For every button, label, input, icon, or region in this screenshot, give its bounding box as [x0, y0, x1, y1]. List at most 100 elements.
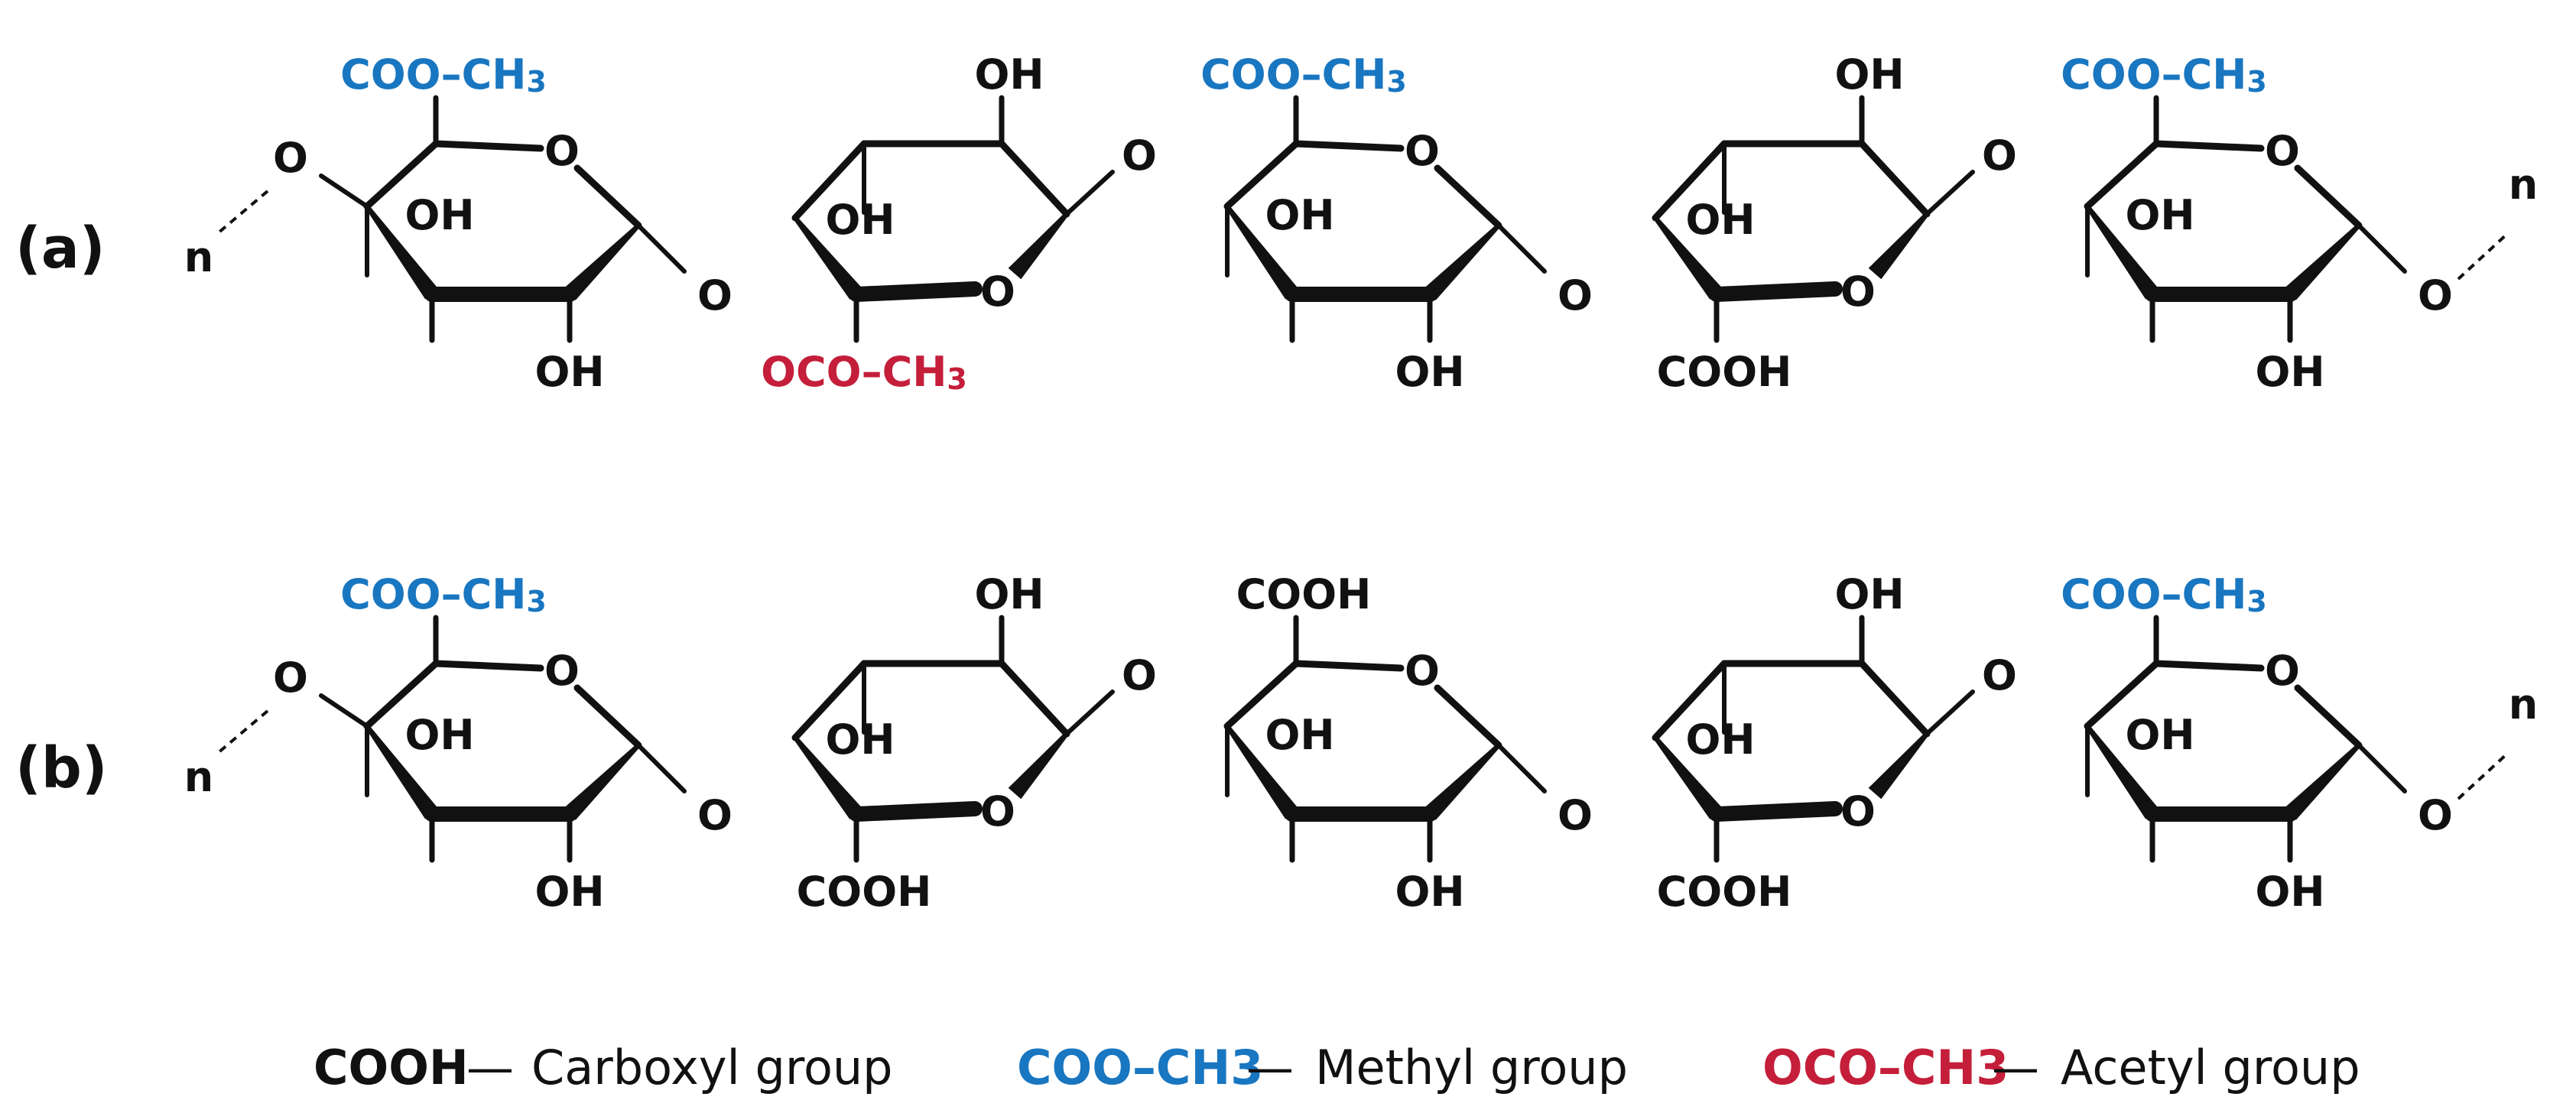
ring-bond — [573, 684, 642, 749]
ring-bond — [573, 164, 642, 229]
top-substituent: OH — [974, 50, 1044, 99]
ring-oxygen: O — [1840, 787, 1876, 836]
inner-hydroxyl: OH — [404, 191, 474, 239]
bottom-substituent: OH — [1395, 868, 1464, 916]
ring-wedge — [365, 205, 439, 300]
ring-wedge — [2284, 223, 2361, 300]
top-substituent: COO–CH3 — [2061, 570, 2267, 618]
ring-bond — [1858, 660, 1931, 738]
repeat-n: n — [184, 753, 213, 801]
bottom-substituent: OCO–CH3 — [761, 348, 967, 396]
ring-oxygen: O — [1840, 268, 1876, 316]
glycosidic-oxygen: O — [1122, 651, 1157, 699]
glycosidic-oxygen: O — [2418, 791, 2453, 839]
legend-text-methyl: Methyl group — [1315, 1040, 1628, 1095]
top-substituent: COOH — [1236, 570, 1372, 618]
glycosidic-oxygen: O — [697, 791, 733, 839]
top-substituent: COO–CH3 — [2061, 50, 2267, 99]
bottom-substituent: OH — [534, 348, 604, 396]
legend-code-carboxyl: COOH — [313, 1040, 469, 1095]
ring-wedge — [1424, 743, 1501, 820]
ring-oxygen: O — [544, 647, 580, 695]
chain-continuation — [2457, 751, 2509, 800]
glycosidic-bond — [1925, 690, 1975, 736]
ring-wedge — [564, 223, 641, 300]
glycosidic-bond — [319, 693, 369, 728]
ring-bond — [791, 660, 868, 741]
repeat-n: n — [2509, 161, 2538, 209]
ring-bond — [2084, 140, 2160, 210]
legend-separator-acetyl: — — [1992, 1040, 2039, 1095]
ring-oxygen: O — [2265, 127, 2300, 175]
ring-bond — [363, 660, 440, 730]
sugar-unit-3: O COOH OH OH O — [1223, 570, 1593, 916]
ring-bond — [1292, 660, 1405, 672]
ring-wedge — [2085, 205, 2159, 300]
ring-bond — [1652, 660, 1728, 741]
ring-bond — [1858, 140, 1931, 218]
legend: COOH — Carboxyl group COO–CH3 — Methyl g… — [313, 1040, 2360, 1095]
ring-bond-bold — [849, 801, 983, 822]
glycosidic-bond — [636, 223, 687, 274]
ring-oxygen: O — [1405, 647, 1440, 695]
top-substituent: COO–CH3 — [1200, 50, 1407, 99]
ring-bond — [432, 140, 544, 152]
glycosidic-bond — [1064, 690, 1115, 736]
ring-bond — [1652, 140, 1728, 222]
ring-oxygen: O — [544, 127, 580, 175]
bottom-substituent: COOH — [1657, 868, 1792, 916]
inner-hydroxyl: OH — [404, 711, 474, 759]
legend-text-acetyl: Acetyl group — [2061, 1040, 2360, 1095]
ring-wedge — [564, 743, 641, 820]
ring-bond — [363, 140, 440, 210]
glycosidic-oxygen: O — [697, 271, 733, 320]
ring-wedge — [365, 725, 439, 819]
inner-hydroxyl: OH — [1265, 711, 1334, 759]
ring-wedge — [1653, 736, 1723, 819]
inner-hydroxyl: OH — [825, 716, 895, 764]
ring-bond — [2294, 164, 2363, 229]
ring-wedge — [2284, 743, 2361, 820]
ring-bond — [791, 140, 868, 222]
glycosidic-bond — [1496, 223, 1547, 274]
bottom-substituent: COOH — [797, 868, 932, 916]
glycosidic-bond — [319, 174, 369, 209]
chain-continuation — [2457, 232, 2509, 281]
top-substituent: COO–CH3 — [340, 570, 547, 618]
ring-bond — [998, 140, 1070, 218]
bottom-substituent: OH — [2255, 348, 2324, 396]
legend-separator-carboxyl: — — [466, 1040, 514, 1095]
legend-code-acetyl: OCO–CH3 — [1762, 1040, 2009, 1095]
ring-oxygen: O — [980, 787, 1015, 836]
ring-wedge — [1225, 725, 1299, 819]
ring-bond — [1223, 140, 1300, 210]
bottom-substituent: COOH — [1657, 348, 1792, 396]
glycosidic-oxygen: O — [1558, 791, 1593, 839]
ring-wedge — [1008, 213, 1069, 280]
glycosidic-bond — [1496, 743, 1547, 793]
ring-bond-bold — [849, 281, 983, 302]
top-substituent: OH — [974, 570, 1044, 618]
glycosidic-oxygen: O — [2418, 271, 2453, 320]
bottom-substituent: OH — [1395, 348, 1464, 396]
bottom-substituent: OH — [2255, 868, 2324, 916]
inner-hydroxyl: OH — [2125, 191, 2194, 239]
ring-bond — [2152, 140, 2265, 152]
ring-bond — [1434, 684, 1502, 749]
ring-bond — [1292, 140, 1405, 152]
sugar-unit-2: O OH OH COOH O — [791, 570, 1157, 916]
glycosidic-bond — [1925, 170, 1975, 216]
inner-hydroxyl: OH — [1685, 716, 1755, 764]
top-substituent: OH — [1834, 50, 1904, 99]
bottom-substituent: OH — [534, 868, 604, 916]
ring-bond-bold — [1709, 281, 1843, 302]
ring-bond — [1223, 660, 1300, 730]
glycosidic-bond — [2357, 743, 2407, 793]
